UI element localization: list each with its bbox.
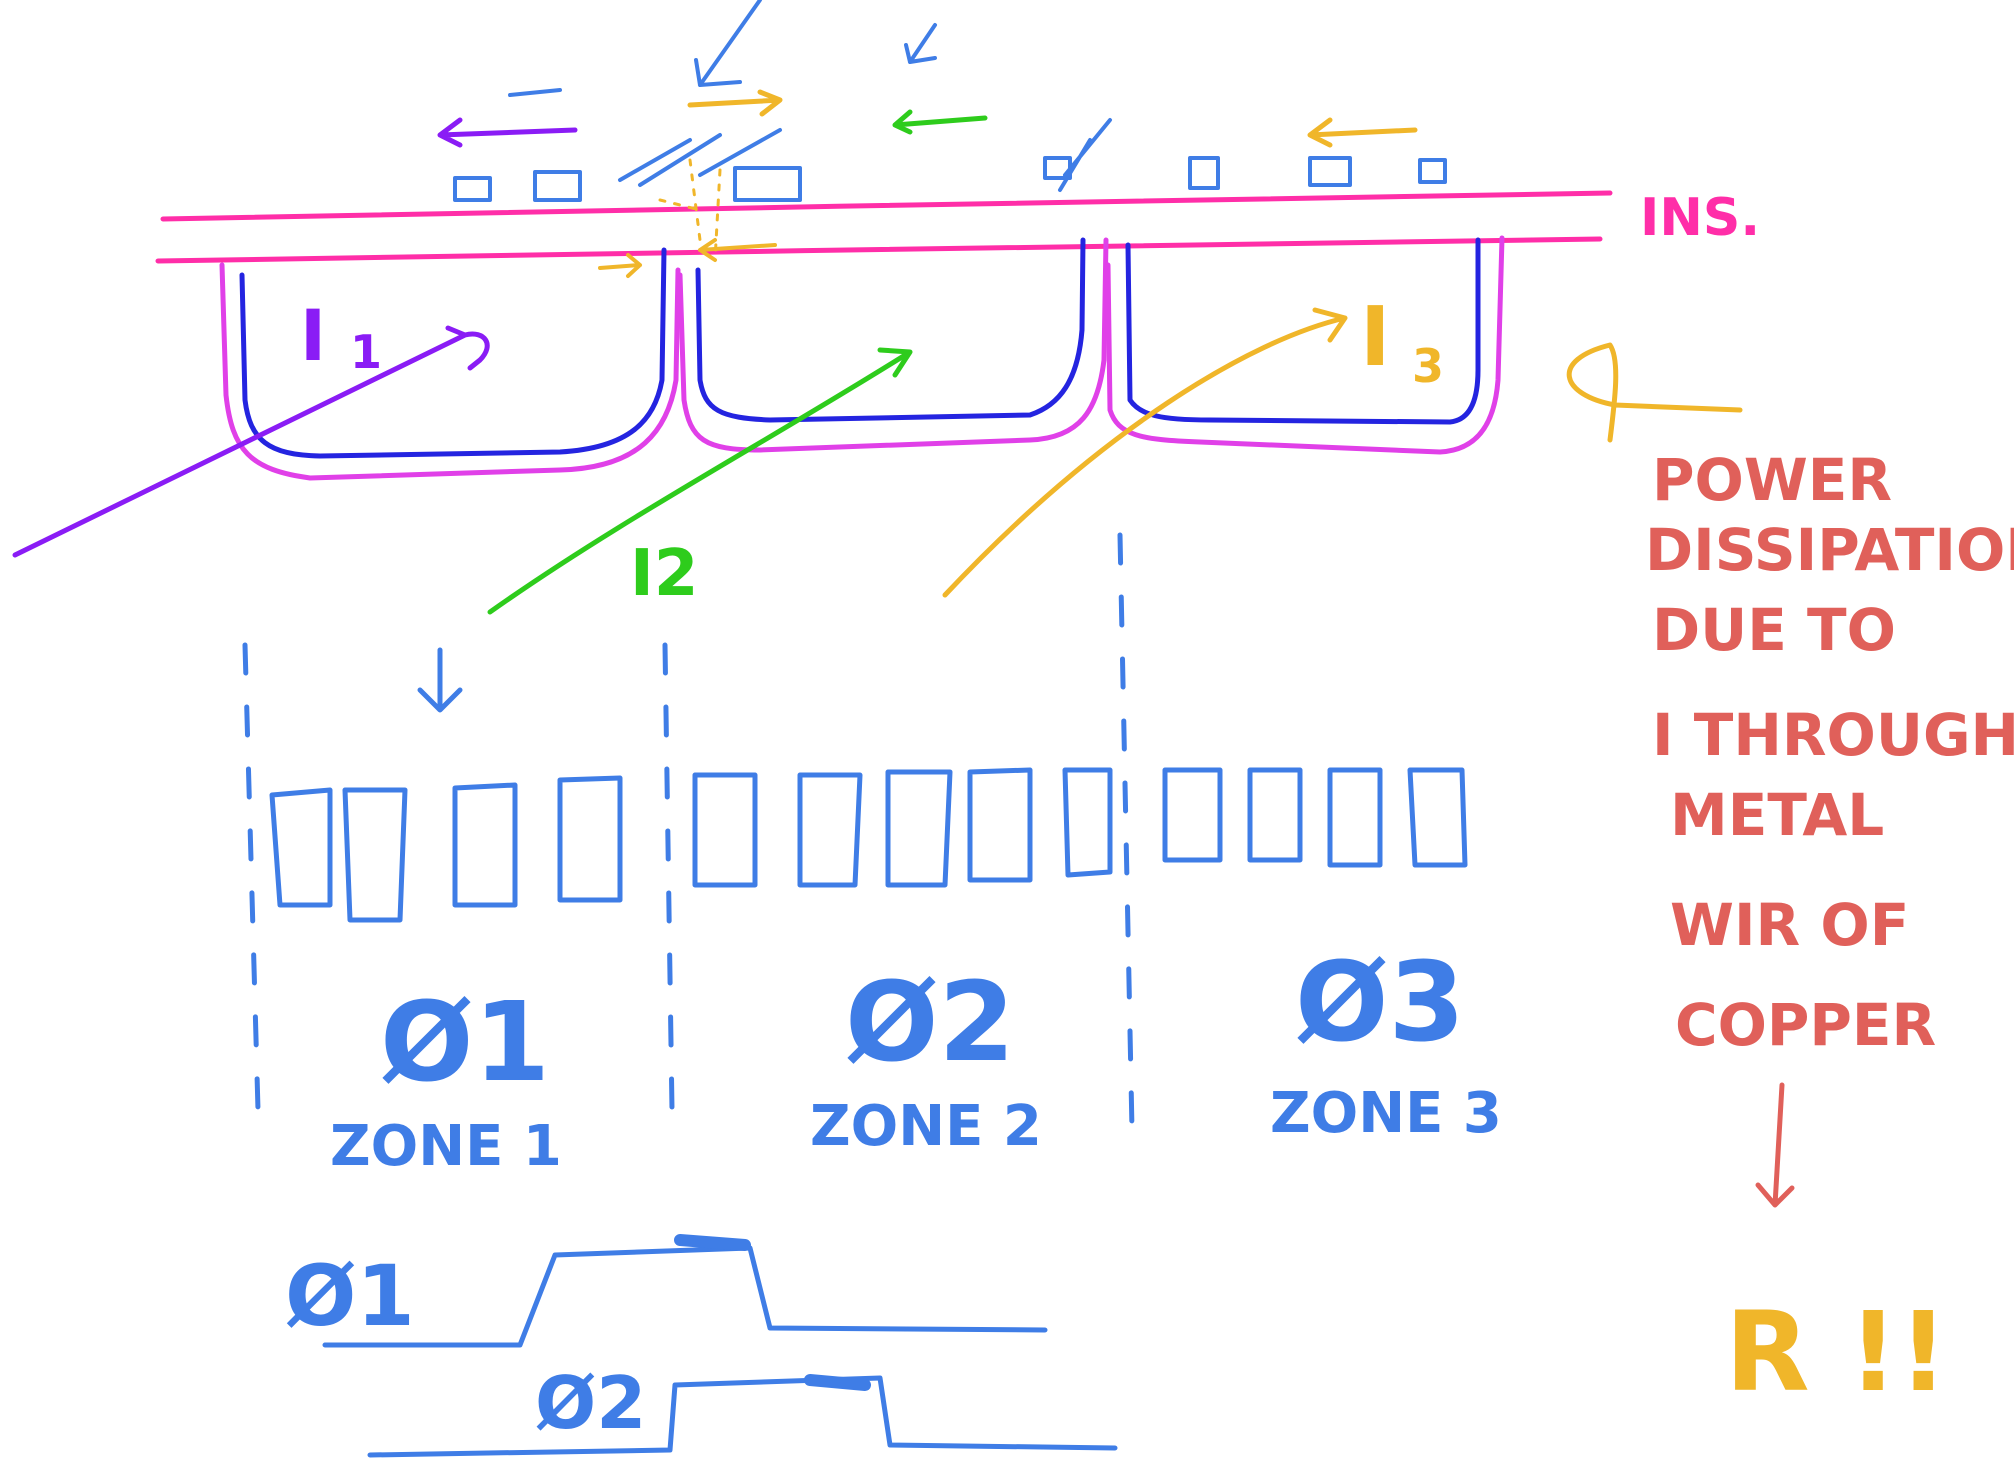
zone2-label: ZONE 2 bbox=[810, 1094, 1042, 1159]
zone-dividers bbox=[242, 532, 1135, 1133]
current-i1-sub: 1 bbox=[350, 325, 382, 379]
potential-wells bbox=[219, 235, 1505, 481]
current-i1-arrow bbox=[12, 325, 490, 558]
insulator-layer bbox=[155, 190, 1613, 264]
current-arrows bbox=[12, 307, 1348, 615]
top-electrodes bbox=[453, 0, 1447, 202]
note-line-3: DUE TO bbox=[1652, 596, 1896, 664]
note-line-4: I THROUGH bbox=[1652, 701, 2014, 769]
waveform-phase1-label: Ø1 bbox=[285, 1247, 415, 1345]
note-line-2: DISSIPATION bbox=[1645, 516, 2014, 584]
note-line-7: COPPER bbox=[1675, 991, 1936, 1059]
note-line-6: WIR OF bbox=[1670, 891, 1909, 959]
note-line-1: POWER bbox=[1652, 446, 1892, 514]
current-i1-label: I bbox=[300, 295, 326, 377]
note-line-5: METAL bbox=[1670, 781, 1884, 849]
clock-waveforms bbox=[322, 1234, 1118, 1458]
note-pointer bbox=[1566, 342, 1795, 1208]
power-note: POWER DISSIPATION DUE TO I THROUGH METAL… bbox=[1645, 446, 2014, 1059]
resistance-label: R !! bbox=[1725, 1288, 1948, 1416]
ins-label: INS. bbox=[1640, 188, 1760, 248]
phase2-label: Ø2 bbox=[845, 958, 1015, 1086]
waveform-phase2-label: Ø2 bbox=[535, 1361, 646, 1445]
current-i3-arrow bbox=[942, 307, 1348, 598]
zone1-label: ZONE 1 bbox=[330, 1114, 562, 1179]
zone3-label: ZONE 3 bbox=[1270, 1081, 1502, 1146]
current-i3-sub: 3 bbox=[1412, 339, 1444, 393]
phase3-label: Ø3 bbox=[1295, 938, 1465, 1066]
current-i2-arrow bbox=[487, 347, 913, 615]
phase1-label: Ø1 bbox=[380, 978, 550, 1106]
electrode-row bbox=[269, 647, 1468, 923]
top-arrows bbox=[437, 89, 1418, 278]
current-i3-label: I bbox=[1360, 290, 1391, 385]
current-i2-label: I2 bbox=[630, 537, 698, 611]
